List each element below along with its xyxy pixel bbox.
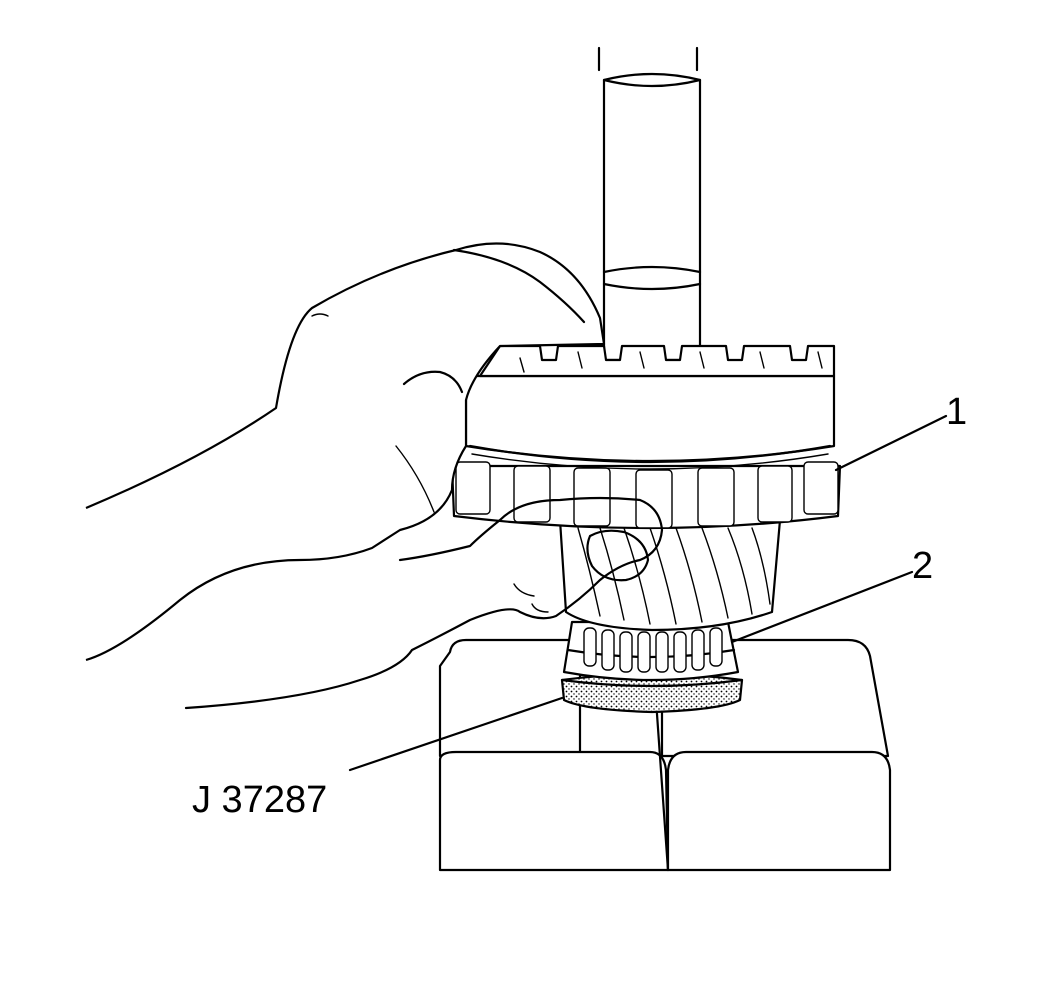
callout-leaders <box>348 414 948 772</box>
synchronizer-ring <box>464 344 836 470</box>
helical-gear <box>558 518 782 632</box>
spur-gear <box>450 461 842 530</box>
bearing <box>562 620 740 682</box>
press-ram <box>597 46 702 362</box>
callout-2-label: 2 <box>912 545 933 587</box>
tool-number-label: J 37287 <box>192 779 327 821</box>
technician-hands <box>85 242 664 710</box>
callout-1-label: 1 <box>946 391 967 433</box>
